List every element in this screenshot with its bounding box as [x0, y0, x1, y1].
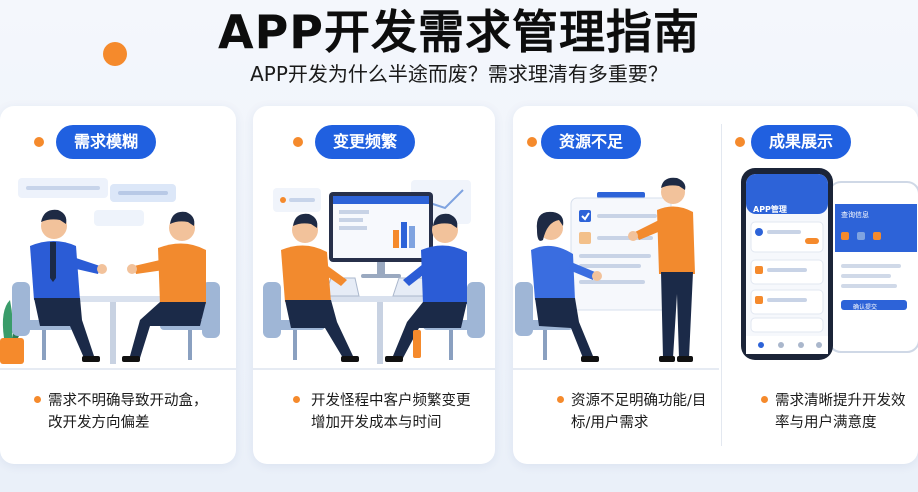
orange-dot-icon: [293, 137, 303, 147]
bullet-dot: [557, 396, 564, 403]
bullet-dot: [34, 396, 41, 403]
panel-divider: [721, 124, 722, 446]
card-vague-requirements: 需求模糊: [0, 106, 236, 464]
orange-dot-icon: [34, 137, 44, 147]
page-title: APP开发需求管理指南: [217, 5, 701, 59]
desc-vague-requirements: 需求不明确导致开动盒，改开发方向偏差: [48, 393, 208, 431]
desc-results-showcase: 需求清晰提升开发效率与用户满意度: [775, 393, 906, 431]
desc-insufficient-resources: 资源不足明确功能/目标/用户需求: [571, 393, 707, 431]
bullet-dot: [293, 396, 300, 403]
tag-vague-requirements: 需求模糊: [56, 125, 157, 159]
resources-svg: [515, 177, 695, 362]
phone-app-title: APP管理: [753, 205, 787, 214]
bullet-dot: [761, 396, 768, 403]
phone-side-button[interactable]: 确认提交: [853, 304, 878, 311]
resources-illustration: [513, 170, 719, 370]
tag-insufficient-resources: 资源不足: [541, 125, 642, 159]
office-illustration: [253, 170, 495, 370]
card-frequent-changes: 变更频繁: [253, 106, 495, 464]
decor-orange-dot: [103, 42, 127, 66]
phone-side-title: 查询信息: [841, 211, 869, 219]
meeting-svg: [0, 178, 220, 364]
page-subtitle: APP开发为什么半途而废？需求理清有多重要？: [250, 62, 668, 86]
meeting-illustration: [0, 170, 236, 370]
orange-dot-icon: [735, 137, 745, 147]
orange-dot-icon: [527, 137, 537, 147]
phone-svg: [741, 168, 918, 360]
tag-frequent-changes: 变更频繁: [315, 125, 416, 159]
office-svg: [263, 180, 485, 364]
card-resources-results: 资源不足: [513, 106, 918, 464]
phone-mockup: APP管理 查询信息 确认提交: [741, 168, 918, 364]
tag-results-showcase: 成果展示: [751, 125, 852, 159]
desc-frequent-changes: 开发怪程中客户频繁变更增加开发成本与时间: [311, 393, 471, 431]
